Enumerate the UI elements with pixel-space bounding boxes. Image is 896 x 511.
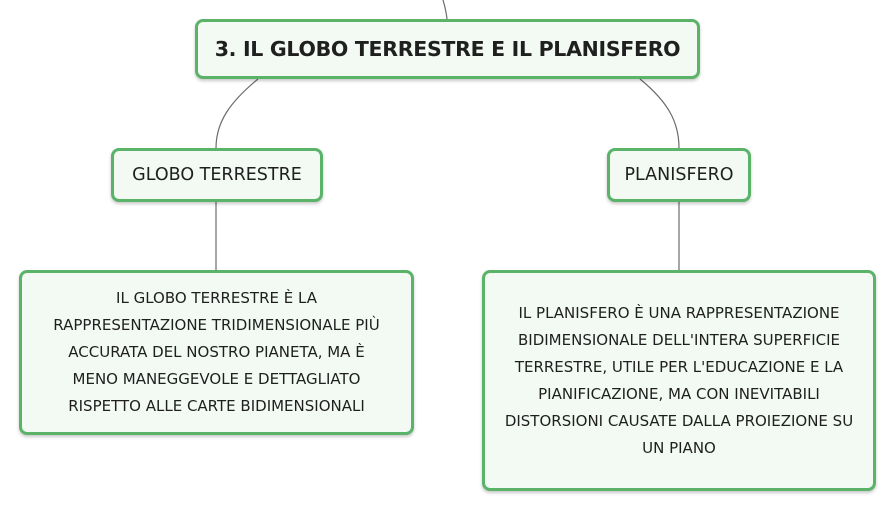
topic-planisfero-label: PLANISFERO [624, 165, 734, 185]
connector-incoming [442, 0, 448, 20]
root-topic-node[interactable]: 3. IL GLOBO TERRESTRE E IL PLANISFERO [195, 19, 700, 79]
globo-terrestre-description-text: IL GLOBO TERRESTRE È LA RAPPRESENTAZIONE… [53, 289, 380, 415]
planisfero-description-node[interactable]: IL PLANISFERO È UNA RAPPRESENTAZIONE BID… [482, 270, 876, 491]
topic-globo-terrestre[interactable]: GLOBO TERRESTRE [111, 148, 323, 202]
topic-planisfero[interactable]: PLANISFERO [607, 148, 751, 202]
globo-terrestre-description-node[interactable]: IL GLOBO TERRESTRE È LA RAPPRESENTAZIONE… [19, 270, 414, 435]
connector-root-globo [215, 78, 259, 149]
planisfero-description-text: IL PLANISFERO È UNA RAPPRESENTAZIONE BID… [504, 303, 854, 457]
topic-globo-terrestre-label: GLOBO TERRESTRE [132, 165, 302, 185]
root-topic-label: 3. IL GLOBO TERRESTRE E IL PLANISFERO [214, 37, 681, 61]
connector-root-planisfero [639, 78, 680, 149]
